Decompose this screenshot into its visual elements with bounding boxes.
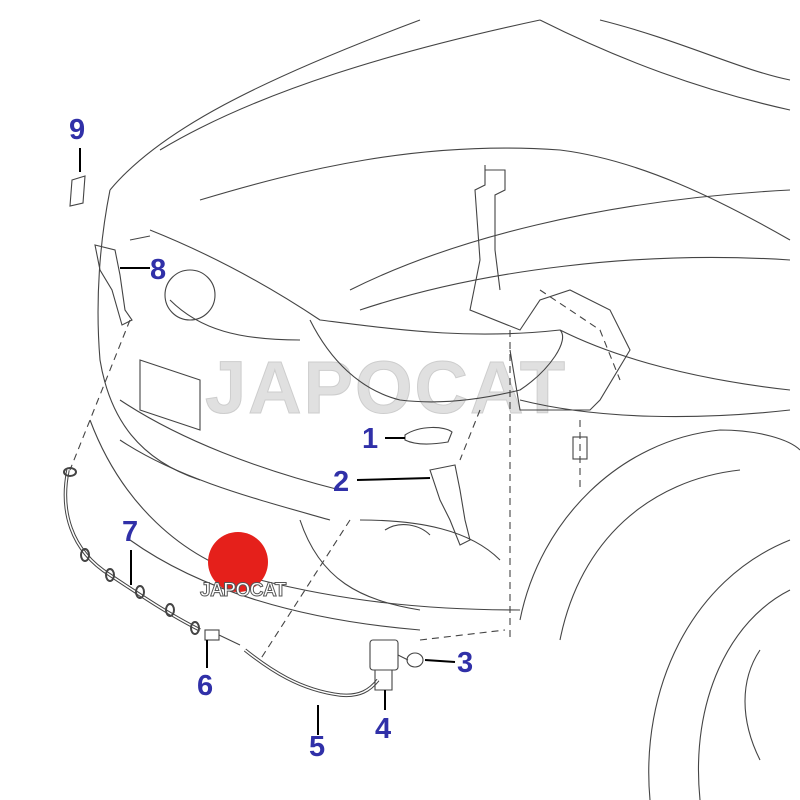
callout-7: 7 — [122, 516, 139, 548]
watermark: JAPOCAT — [204, 346, 568, 430]
callout-9: 9 — [69, 114, 86, 146]
logo-red-disc — [208, 532, 268, 592]
callout-1: 1 — [362, 423, 379, 455]
callout-8: 8 — [150, 254, 167, 286]
callout-2: 2 — [333, 466, 350, 498]
callout-3: 3 — [457, 647, 474, 679]
callout-5: 5 — [309, 731, 326, 763]
japocat-logo: JAPOCAT — [200, 530, 290, 610]
callout-6: 6 — [197, 670, 214, 702]
logo-text: JAPOCAT — [200, 580, 287, 602]
callout-4: 4 — [375, 713, 392, 745]
